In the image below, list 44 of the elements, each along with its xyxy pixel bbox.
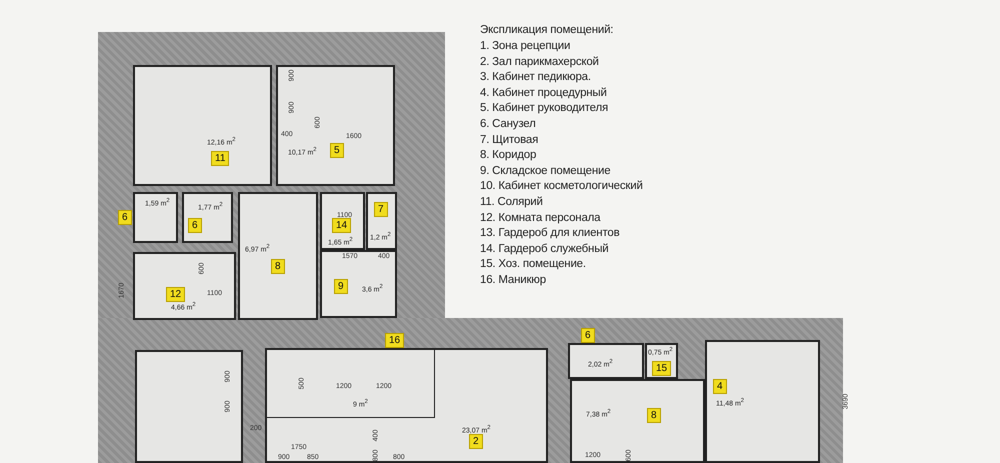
room-number-tag: 14: [332, 218, 352, 233]
room-number-tag: 7: [374, 202, 388, 217]
room: [320, 192, 365, 250]
room-number-tag: 6: [188, 218, 202, 233]
room-number-tag: 5: [330, 143, 344, 158]
room-number-tag: 9: [334, 279, 348, 294]
legend-item: 15. Хоз. помещение.: [480, 258, 586, 270]
legend-item: 1. Зона рецепции: [480, 40, 570, 52]
room-number-tag: 8: [271, 259, 285, 274]
room: [570, 379, 705, 463]
room: [182, 192, 233, 243]
room: [133, 65, 272, 186]
room-number-tag: 2: [469, 434, 483, 449]
legend-item: 11. Солярий: [480, 196, 543, 208]
legend-item: 10. Кабинет косметологический: [480, 180, 643, 192]
room: [238, 192, 318, 320]
legend-item: 3. Кабинет педикюра.: [480, 71, 591, 84]
legend-item: 2. Зал парикмахерской: [480, 56, 599, 68]
room: [366, 192, 397, 250]
legend-item: 7. Щитовая: [480, 134, 538, 146]
room-number-tag: 15: [652, 361, 672, 376]
legend-item: 12. Комната персонала: [480, 212, 600, 224]
room: [320, 250, 397, 318]
room-number-tag: 16: [385, 333, 404, 348]
room-number-tag: 6: [581, 328, 595, 343]
room-number-tag: 11: [211, 151, 230, 166]
legend-item: 8. Коридор: [480, 149, 536, 162]
room: [705, 340, 820, 463]
room: [133, 252, 236, 320]
legend-item: 16. Маникюр: [480, 274, 546, 286]
legend-item: 9. Складское помещение: [480, 164, 610, 177]
room: [135, 350, 243, 463]
legend-item: 14. Гардероб служебный: [480, 242, 608, 255]
legend-item: 5. Кабинет руководителя: [480, 102, 608, 114]
room-number-tag: 12: [166, 287, 186, 302]
legend-item: 4. Кабинет процедурный: [480, 86, 607, 99]
legend-item: 13. Гардероб для клиентов: [480, 227, 620, 240]
room-number-tag: 8: [647, 408, 661, 423]
room-number-tag: 6: [118, 210, 132, 225]
legend-item: 6. Санузел: [480, 118, 536, 130]
room: [276, 65, 395, 186]
room-number-tag: 4: [713, 379, 727, 394]
room: [645, 343, 678, 379]
heading: Экспликация помещений:: [480, 24, 614, 36]
